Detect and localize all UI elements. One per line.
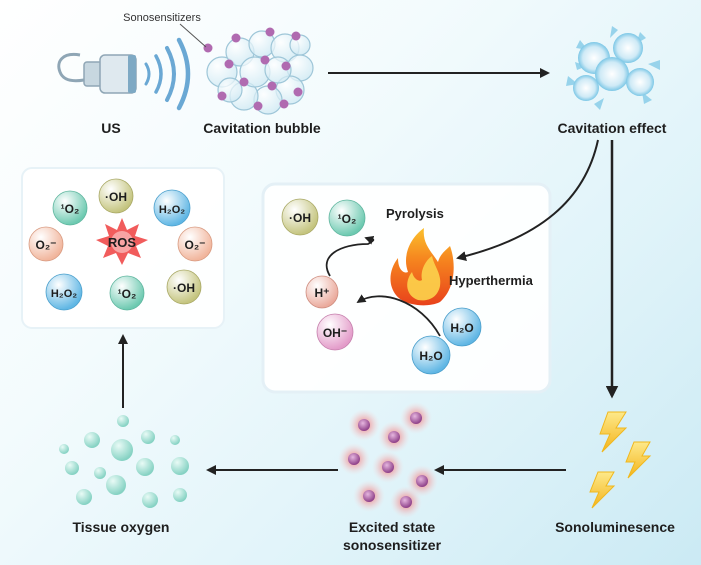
svg-text:·OH: ·OH <box>105 190 127 204</box>
arrow-water-to-ions <box>356 294 441 337</box>
ros-molecule-hydroxyl-1: ·OH <box>98 178 134 214</box>
pyrolysis-label: Pyrolysis <box>386 206 444 221</box>
arrow-effect-to-hyperthermia <box>456 139 599 261</box>
ultrasound-waves-icon <box>144 37 191 111</box>
ros-molecule-hydroxyl-2: ·OH <box>166 269 202 305</box>
center-molecule-hydroxyl: ·OH <box>281 198 319 236</box>
svg-text:¹O₂: ¹O₂ <box>61 202 80 216</box>
excited-state-label-line2: sonosensitizer <box>343 537 442 553</box>
lightning-bolt-icon <box>589 411 652 509</box>
sonoluminesence-label: Sonoluminesence <box>555 519 675 535</box>
cavitation-effect-icon <box>566 26 660 110</box>
svg-text:H⁺: H⁺ <box>315 286 330 300</box>
svg-text:¹O₂: ¹O₂ <box>338 212 357 226</box>
sonosensitizers-label: Sonosensitizers <box>123 12 201 24</box>
ros-molecule-singlet-oxygen-1: ¹O₂ <box>52 190 88 226</box>
ros-label: ROS <box>108 235 137 250</box>
ros-molecule-singlet-oxygen-2: ¹O₂ <box>109 275 145 311</box>
sonosensitizer-dots <box>203 27 303 111</box>
excited-state-label-line1: Excited state <box>349 519 436 535</box>
svg-text:O₂⁻: O₂⁻ <box>185 238 206 252</box>
center-molecule-singlet-oxygen: ¹O₂ <box>328 199 366 237</box>
ultrasound-probe-icon <box>57 52 137 94</box>
svg-text:·OH: ·OH <box>289 211 311 225</box>
tissue-oxygen-bubbles-icon <box>59 415 189 508</box>
cavitation-effect-label: Cavitation effect <box>558 120 667 136</box>
arrow-proton-to-radicals <box>325 236 375 277</box>
ros-molecule-superoxide-2: O₂⁻ <box>177 226 213 262</box>
center-molecule-water-2: H₂O <box>411 335 451 375</box>
cavitation-bubble-cluster <box>206 30 314 115</box>
tissue-oxygen-label: Tissue oxygen <box>72 519 169 535</box>
svg-text:H₂O: H₂O <box>419 349 442 363</box>
ros-molecule-superoxide-1: O₂⁻ <box>28 226 64 262</box>
excited-sonosensitizer-icon <box>338 402 438 518</box>
ros-molecule-hydrogen-peroxide-2: H₂O₂ <box>45 273 83 311</box>
svg-text:H₂O: H₂O <box>450 321 473 335</box>
svg-text:¹O₂: ¹O₂ <box>118 287 137 301</box>
center-molecule-hydroxide: OH⁻ <box>316 313 354 351</box>
ros-star-icon <box>96 218 148 265</box>
svg-text:O₂⁻: O₂⁻ <box>36 238 57 252</box>
flame-icon <box>390 228 454 306</box>
svg-text:H₂O₂: H₂O₂ <box>159 204 185 216</box>
sonosensitizers-pointer <box>179 23 207 48</box>
center-molecule-proton: H⁺ <box>305 275 339 309</box>
cavitation-bubble-label: Cavitation bubble <box>203 120 321 136</box>
svg-text:H₂O₂: H₂O₂ <box>51 288 77 300</box>
svg-text:OH⁻: OH⁻ <box>323 326 347 340</box>
svg-text:·OH: ·OH <box>173 281 195 295</box>
hyperthermia-label: Hyperthermia <box>449 273 534 288</box>
us-label: US <box>101 120 120 136</box>
ros-molecule-hydrogen-peroxide-1: H₂O₂ <box>153 189 191 227</box>
center-molecule-water-1: H₂O <box>442 307 482 347</box>
